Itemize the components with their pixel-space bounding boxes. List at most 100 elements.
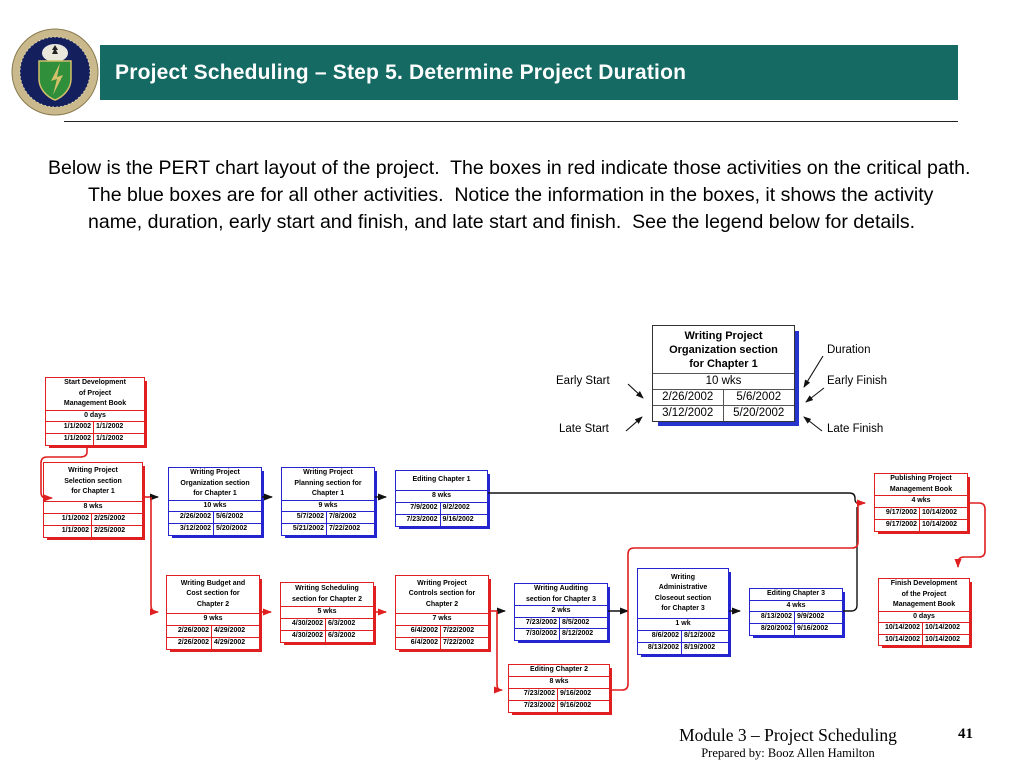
label-early-finish: Early Finish [827,375,888,387]
pert-node-duration: 4 wks [750,599,842,612]
connector-editing3-publishing [843,507,858,612]
connector-editing1-publishing [488,492,859,504]
callout-arrow-late-finish [803,416,823,432]
legend-duration: 10 wks [653,373,794,389]
pert-node-duration: 9 wks [282,499,374,512]
pert-node-title: Editing Chapter 2 [530,666,588,674]
footer-module: Module 3 – Project Scheduling [679,725,897,745]
pert-node-title: Editing Chapter 1 [412,476,471,484]
header-divider [64,121,958,122]
legend-late-start: 3/12/2002 [653,406,724,421]
label-late-finish: Late Finish [827,423,884,435]
pert-node-duration: 4 wks [875,495,967,507]
legend-late-finish: 5/20/2002 [733,407,785,419]
pert-node-duration: 10 wks [169,499,261,512]
intro-paragraph: Below is the PERT chart layout of the pr… [48,157,981,233]
footer: Module 3 – Project Scheduling Prepared b… [630,725,946,761]
label-duration: Duration [827,344,871,356]
legend-late-dates: 3/12/2002 5/20/2002 [653,405,794,421]
legend-title-line: Writing Project [684,329,763,342]
label-early-start: Early Start [556,375,610,387]
connector-selection-budget [150,497,159,616]
pert-node-title: Editing Chapter 3 [767,590,825,597]
legend-early-start: 2/26/2002 [653,390,724,405]
legend-title-line: for Chapter 1 [689,357,758,370]
pert-node-duration: 0 days [46,409,144,422]
callout-arrow-early-start [627,383,644,399]
callout-arrow-early-finish [805,387,825,403]
pert-node-duration: 2 wks [515,605,607,617]
footer-prepared-by: Prepared by: Booz Allen Hamilton [701,746,875,760]
doe-seal-icon [10,27,100,117]
pert-node-duration: 8 wks [44,501,142,513]
pert-node-duration: 8 wks [396,490,487,502]
legend-title: Writing Project Organization section for… [653,326,794,373]
slide-title-bar: Project Scheduling – Step 5. Determine P… [100,45,958,100]
legend-title-line: Organization section [669,343,778,356]
pert-node-duration: 8 wks [509,676,609,688]
pert-node-duration: 0 days [879,610,969,623]
label-late-start: Late Start [559,423,609,435]
pert-node-duration: 5 wks [281,606,373,618]
pert-node-duration: 7 wks [396,613,488,625]
page-number: 41 [958,726,973,742]
legend-box: Writing Project Organization section for… [652,325,795,422]
pert-node-duration: 1 wk [638,618,728,630]
connector-controls-editing2 [494,611,503,694]
slide-title: Project Scheduling – Step 5. Determine P… [115,60,687,84]
pert-node-duration: 9 wks [167,613,259,625]
